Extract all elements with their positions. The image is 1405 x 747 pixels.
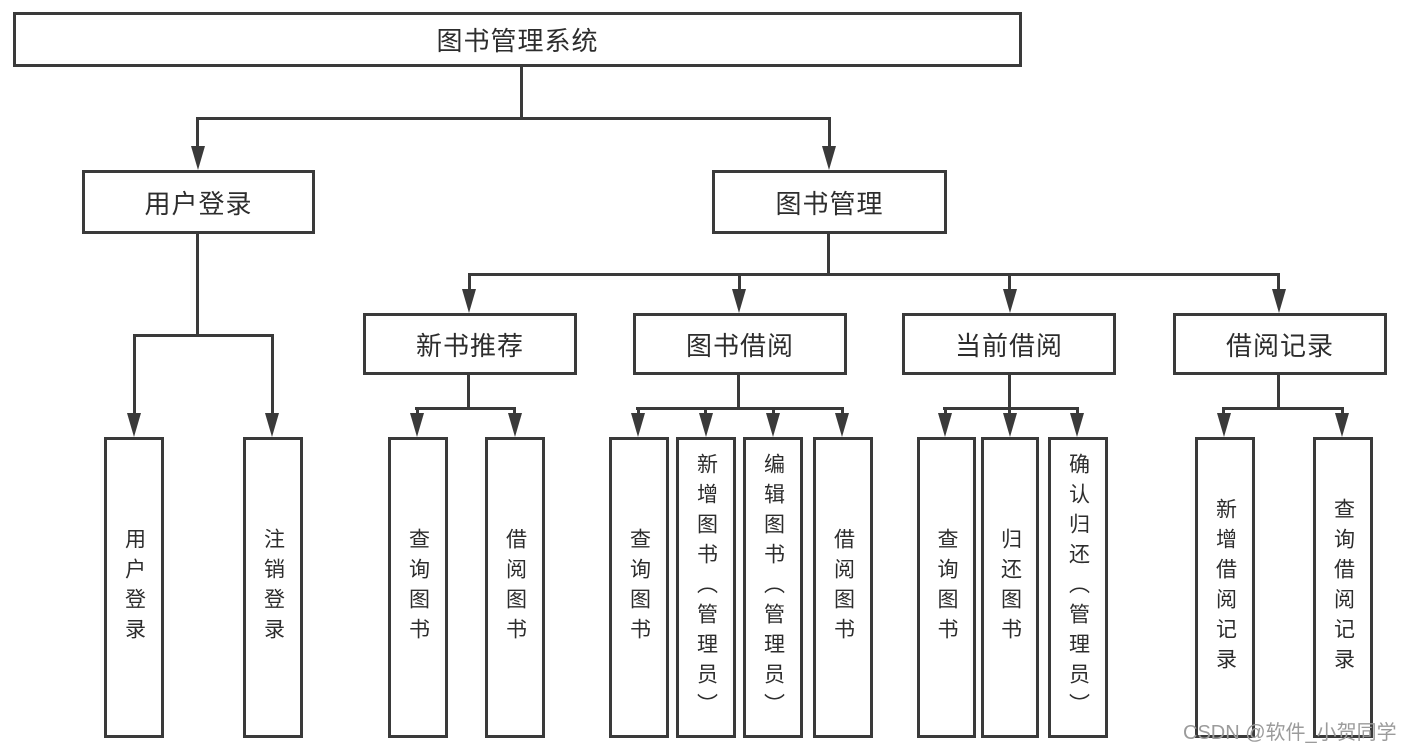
node-borrow-record: 借阅记录 bbox=[1173, 313, 1387, 375]
node-leaf-borrow-book-2: 借阅图书 bbox=[813, 437, 873, 738]
leaf-logout-label: 注销登录 bbox=[261, 527, 285, 648]
node-leaf-user-login: 用户登录 bbox=[104, 437, 164, 738]
connector-drop-new-book-rec bbox=[468, 273, 471, 292]
node-leaf-add-book: 新增图书（管理员） bbox=[676, 437, 736, 738]
arrowhead-query1 bbox=[410, 413, 424, 437]
connector-userlogin-stem bbox=[196, 233, 199, 334]
node-user-login: 用户登录 bbox=[82, 170, 315, 234]
connector-newbookrec-stem bbox=[467, 374, 470, 408]
node-leaf-query-book-3: 查询图书 bbox=[917, 437, 976, 738]
connector-bookborrow-hline bbox=[636, 407, 843, 410]
arrowhead-book-mgmt bbox=[822, 146, 836, 170]
connector-drop-borrow-record bbox=[1277, 273, 1280, 292]
node-leaf-query-record: 查询借阅记录 bbox=[1313, 437, 1373, 738]
leaf-borrow-book-1-label: 借阅图书 bbox=[503, 527, 527, 648]
node-root: 图书管理系统 bbox=[13, 12, 1022, 67]
node-leaf-query-book-2: 查询图书 bbox=[609, 437, 669, 738]
leaf-query-book-2-label: 查询图书 bbox=[627, 527, 651, 648]
leaf-query-record-label: 查询借阅记录 bbox=[1331, 497, 1355, 678]
arrowhead-borrow1 bbox=[508, 413, 522, 437]
connector-root-stem bbox=[520, 66, 523, 118]
node-new-book-rec-label: 新书推荐 bbox=[415, 330, 524, 361]
arrowhead-borrow2 bbox=[835, 413, 849, 437]
arrowhead-borrow-record bbox=[1272, 289, 1286, 313]
connector-borrowrecord-stem bbox=[1277, 374, 1280, 408]
connector-drop-query2 bbox=[637, 407, 640, 416]
connector-bookmgmt-stem bbox=[827, 233, 830, 275]
connector-drop-user-login bbox=[196, 117, 199, 149]
connector-drop-edit-book bbox=[772, 407, 775, 416]
node-leaf-query-book-1: 查询图书 bbox=[388, 437, 448, 738]
node-leaf-borrow-book-1: 借阅图书 bbox=[485, 437, 545, 738]
node-current-borrow-label: 当前借阅 bbox=[954, 330, 1063, 361]
leaf-return-book-label: 归还图书 bbox=[998, 527, 1022, 648]
connector-newbookrec-hline bbox=[415, 407, 516, 410]
arrowhead-query-record bbox=[1335, 413, 1349, 437]
leaf-query-book-3-label: 查询图书 bbox=[935, 527, 958, 648]
leaf-user-login-label: 用户登录 bbox=[122, 527, 146, 648]
connector-currentborrow-stem bbox=[1008, 374, 1011, 408]
arrowhead-leaf-logout bbox=[265, 413, 279, 437]
node-leaf-add-record: 新增借阅记录 bbox=[1195, 437, 1255, 738]
connector-drop-add-record bbox=[1222, 407, 1225, 416]
node-new-book-rec: 新书推荐 bbox=[363, 313, 577, 375]
connector-drop-leaf-userlogin bbox=[133, 334, 136, 416]
arrowhead-current-borrow bbox=[1003, 289, 1017, 313]
leaf-add-book-label: 新增图书（管理员） bbox=[694, 452, 718, 723]
arrowhead-add-record bbox=[1217, 413, 1231, 437]
node-book-mgmt-label: 图书管理 bbox=[775, 188, 884, 219]
arrowhead-query2 bbox=[631, 413, 645, 437]
leaf-confirm-return-label: 确认归还（管理员） bbox=[1066, 452, 1090, 723]
connector-bookmgmt-hline bbox=[468, 273, 1280, 276]
connector-drop-query3 bbox=[944, 407, 947, 416]
connector-drop-add-book bbox=[704, 407, 707, 416]
connector-drop-current-borrow bbox=[1008, 273, 1011, 292]
node-book-borrow: 图书借阅 bbox=[633, 313, 847, 375]
connector-drop-book-borrow bbox=[738, 273, 741, 292]
connector-drop-confirm-return bbox=[1076, 407, 1079, 416]
arrowhead-query3 bbox=[938, 413, 952, 437]
arrowhead-new-book-rec bbox=[462, 289, 476, 313]
arrowhead-user-login bbox=[191, 146, 205, 170]
connector-userlogin-hline bbox=[133, 334, 274, 337]
node-leaf-logout: 注销登录 bbox=[243, 437, 303, 738]
node-leaf-edit-book: 编辑图书（管理员） bbox=[743, 437, 803, 738]
connector-drop-borrow2 bbox=[841, 407, 844, 416]
arrowhead-leaf-userlogin bbox=[127, 413, 141, 437]
node-borrow-record-label: 借阅记录 bbox=[1225, 330, 1334, 361]
connector-bookborrow-stem bbox=[737, 374, 740, 408]
node-root-label: 图书管理系统 bbox=[436, 26, 599, 56]
arrowhead-book-borrow bbox=[732, 289, 746, 313]
leaf-borrow-book-2-label: 借阅图书 bbox=[831, 527, 855, 648]
arrowhead-edit-book bbox=[766, 413, 780, 437]
node-user-login-label: 用户登录 bbox=[144, 188, 253, 219]
leaf-edit-book-label: 编辑图书（管理员） bbox=[761, 452, 785, 723]
connector-root-hline bbox=[197, 117, 831, 120]
watermark-text: CSDN @软件_小贺同学 bbox=[1183, 722, 1397, 744]
connector-drop-book-mgmt bbox=[828, 117, 831, 149]
connector-drop-return-book bbox=[1008, 407, 1011, 416]
arrowhead-confirm-return bbox=[1070, 413, 1084, 437]
connector-borrowrecord-hline bbox=[1222, 407, 1343, 410]
node-current-borrow: 当前借阅 bbox=[902, 313, 1116, 375]
leaf-query-book-1-label: 查询图书 bbox=[406, 527, 430, 648]
connector-drop-query-record bbox=[1341, 407, 1344, 416]
connector-drop-leaf-logout bbox=[271, 334, 274, 416]
connector-drop-borrow1 bbox=[513, 407, 516, 416]
leaf-add-record-label: 新增借阅记录 bbox=[1213, 497, 1237, 678]
node-book-borrow-label: 图书借阅 bbox=[685, 330, 794, 361]
node-leaf-return-book: 归还图书 bbox=[981, 437, 1039, 738]
node-leaf-confirm-return: 确认归还（管理员） bbox=[1048, 437, 1108, 738]
node-book-mgmt: 图书管理 bbox=[712, 170, 947, 234]
arrowhead-add-book bbox=[699, 413, 713, 437]
connector-drop-query1 bbox=[416, 407, 419, 416]
arrowhead-return-book bbox=[1003, 413, 1017, 437]
